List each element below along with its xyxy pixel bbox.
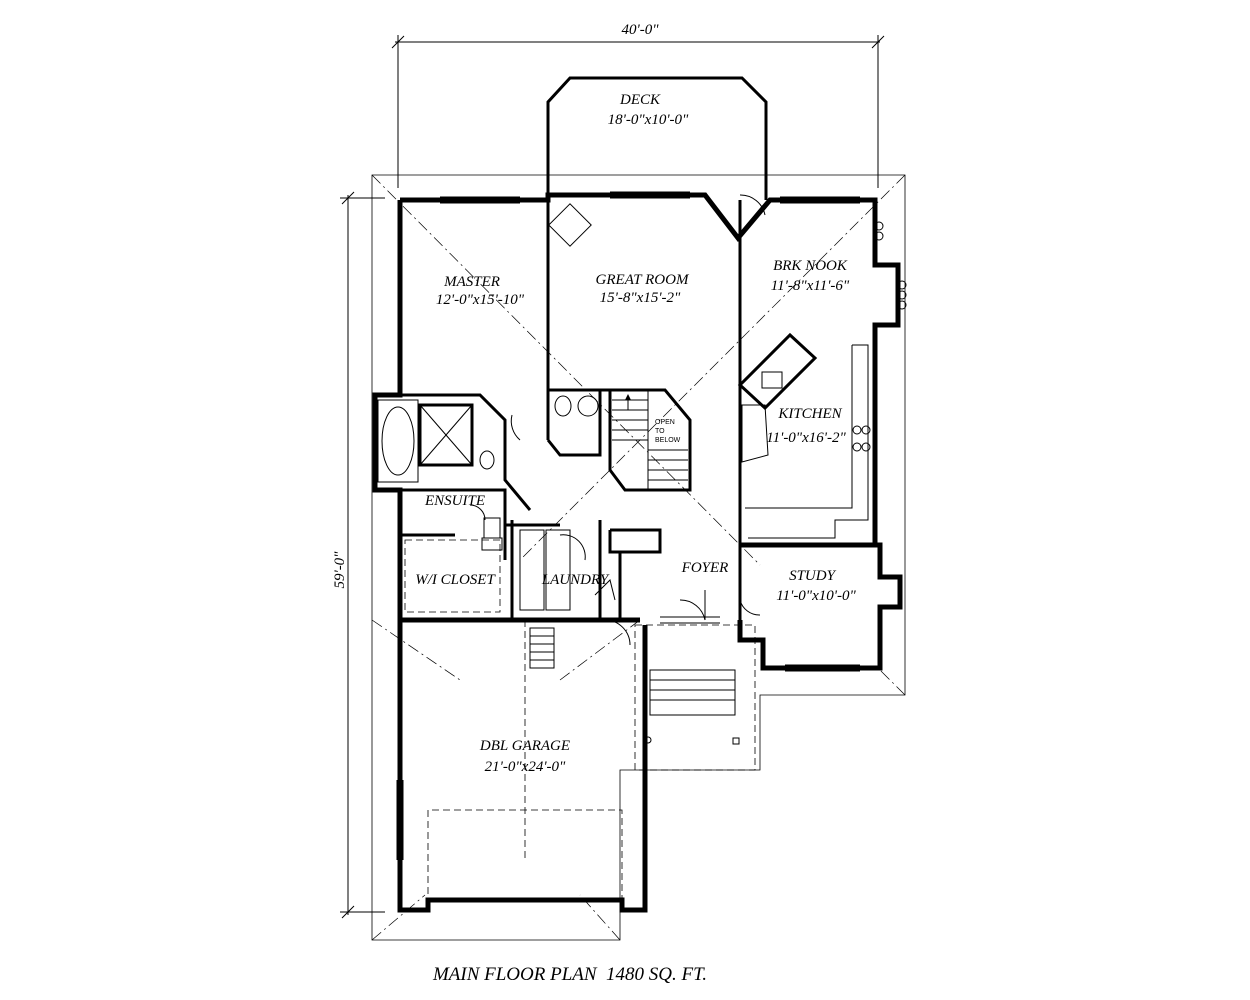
laundry-label: LAUNDRY bbox=[541, 572, 610, 588]
stair-note-below: BELOW bbox=[655, 437, 681, 444]
great-room-label: GREAT ROOM bbox=[596, 272, 690, 288]
stair-note-open: OPEN bbox=[655, 419, 675, 426]
kitchen-label: KITCHEN bbox=[777, 406, 842, 422]
kitchen-size: 11'-0"x16'-2" bbox=[766, 430, 846, 446]
deck-size: 18'-0"x10'-0" bbox=[608, 112, 689, 128]
laundry-fixtures bbox=[519, 529, 616, 611]
depth-dimension-label: 59'-0" bbox=[332, 551, 348, 589]
kitchen-counters bbox=[737, 221, 907, 539]
deck-label: DECK bbox=[619, 92, 661, 108]
depth-dimension: 59'-0" bbox=[332, 191, 385, 919]
powder-room-fixtures bbox=[548, 203, 599, 417]
foyer-label: FOYER bbox=[681, 560, 729, 576]
plan-caption: MAIN FLOOR PLAN 1480 SQ. FT. bbox=[432, 964, 707, 985]
stair: OPEN TO BELOW bbox=[600, 388, 692, 492]
master-size: 12'-0"x15'-10" bbox=[436, 292, 525, 308]
garage-details bbox=[427, 620, 623, 905]
room-labels: DECK 18'-0"x10'-0" MASTER 12'-0"x15'-10"… bbox=[415, 92, 856, 775]
door-swings bbox=[469, 194, 766, 646]
garage-size: 21'-0"x24'-0" bbox=[485, 759, 566, 775]
entry-steps bbox=[529, 624, 756, 771]
width-dimension: 40'-0" bbox=[391, 22, 885, 188]
interior-walls bbox=[400, 200, 742, 640]
master-label: MASTER bbox=[443, 274, 500, 290]
ensuite-fixtures bbox=[377, 399, 503, 613]
ensuite-label: ENSUITE bbox=[424, 493, 485, 509]
brk-nook-size: 11'-8"x11'-6" bbox=[771, 278, 850, 294]
study-label: STUDY bbox=[789, 568, 837, 584]
study-size: 11'-0"x10'-0" bbox=[776, 588, 856, 604]
width-dimension-label: 40'-0" bbox=[621, 22, 659, 38]
great-room-size: 15'-8"x15'-2" bbox=[600, 290, 681, 306]
brk-nook-label: BRK NOOK bbox=[773, 258, 848, 274]
windows bbox=[396, 191, 860, 860]
wi-closet-label: W/I CLOSET bbox=[415, 572, 496, 588]
deck-outline bbox=[546, 76, 768, 200]
stair-note-to: TO bbox=[655, 428, 665, 435]
garage-label: DBL GARAGE bbox=[479, 738, 570, 754]
